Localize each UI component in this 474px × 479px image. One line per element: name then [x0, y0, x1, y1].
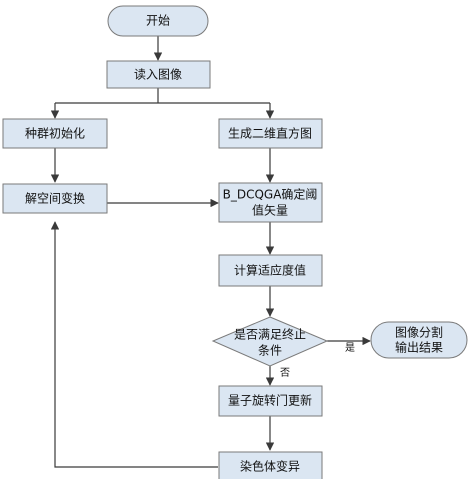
node-mutate — [218, 451, 323, 479]
label-rotate: 量子旋转门更新 — [228, 393, 312, 408]
label-start: 开始 — [146, 14, 170, 28]
node-start — [107, 5, 209, 37]
node-threshold — [218, 182, 323, 223]
label-pop-init: 种群初始化 — [25, 127, 85, 141]
edge-mutate-loop — [50, 221, 218, 468]
label-result-line2: 输出结果 — [395, 340, 443, 355]
label-no: 否 — [280, 367, 290, 379]
label-check-line1: 是否满足终止 — [234, 327, 306, 342]
node-read-image — [106, 60, 211, 89]
label-read-image: 读入图像 — [134, 68, 182, 82]
label-mutate: 染色体变异 — [240, 459, 300, 474]
label-check-line2: 条件 — [258, 344, 282, 358]
node-fitness — [218, 254, 323, 287]
label-yes: 是 — [345, 342, 355, 354]
node-check — [211, 316, 329, 367]
node-decode — [2, 183, 108, 214]
label-decode: 解空间变换 — [25, 191, 85, 206]
node-pop-init — [2, 118, 108, 149]
node-histogram — [218, 118, 323, 149]
label-threshold-line2: 值矢量 — [252, 203, 288, 218]
node-rotate — [218, 385, 323, 417]
label-fitness: 计算适应度值 — [234, 263, 306, 278]
label-histogram: 生成二维直方图 — [228, 126, 312, 141]
node-result — [370, 321, 468, 359]
label-threshold-line1: B_DCQGA确定阈 — [223, 187, 318, 202]
label-result-line1: 图像分割 — [395, 325, 443, 340]
